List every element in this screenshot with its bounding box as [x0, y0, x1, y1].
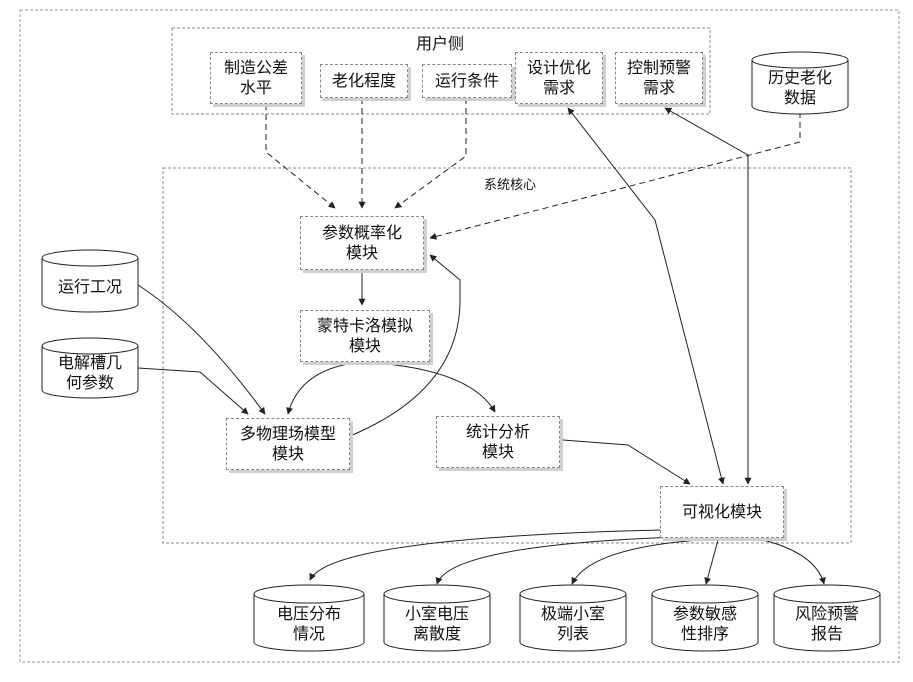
monte-carlo-module: 蒙特卡洛模拟 模块: [300, 310, 430, 362]
tolerance-box: 制造公差 水平: [210, 52, 302, 104]
arrow-conditions-to-param: [395, 98, 466, 208]
stats-analysis-module: 统计分析 模块: [436, 416, 560, 468]
arrow-visual-to-risk: [750, 537, 824, 584]
extreme-list-label: 极端小室 列表: [520, 602, 626, 646]
visualization-module: 可视化模块: [660, 486, 784, 538]
operating-conditions-box: 运行条件: [422, 64, 512, 98]
arrow-tolerance-to-param: [266, 104, 335, 208]
aging-box: 老化程度: [320, 64, 408, 98]
system-core-title: 系统核心: [470, 174, 550, 193]
arrow-visual-to-sensitivity: [706, 540, 718, 584]
user-side-title: 用户侧: [400, 30, 480, 54]
history-aging-label: 历史老化 数据: [752, 66, 848, 110]
arrow-visual-to-dispersion: [437, 537, 680, 584]
control-warning-box: 控制预警 需求: [615, 52, 703, 104]
voltage-dist-label: 电压分布 情况: [254, 602, 364, 646]
arrow-visual-to-control: [665, 108, 748, 484]
arrow-visual-to-voltage: [310, 530, 660, 580]
run-condition-label: 运行工况: [42, 266, 138, 308]
sensitivity-label: 参数敏感 性排序: [652, 602, 758, 646]
voltage-dispersion-label: 小室电压 离散度: [384, 602, 490, 646]
design-optimization-box: 设计优化 需求: [515, 52, 603, 104]
multiphysics-module: 多物理场模型 模块: [226, 418, 350, 470]
arrow-montecarlo-to-multiphysics: [288, 362, 362, 414]
arrow-visual-to-design: [568, 108, 723, 484]
arrow-visual-to-extreme: [572, 540, 700, 584]
arrow-montecarlo-to-stats: [362, 362, 495, 412]
cell-geometry-label: 电解槽几 何参数: [42, 352, 138, 394]
arrow-geometry-to-multiphysics: [138, 368, 248, 414]
param-probability-module: 参数概率化 模块: [300, 216, 424, 270]
arrow-runcond-to-multiphysics: [138, 285, 265, 414]
risk-report-label: 风险预警 报告: [774, 602, 880, 646]
arrow-stats-to-visual: [563, 440, 690, 484]
